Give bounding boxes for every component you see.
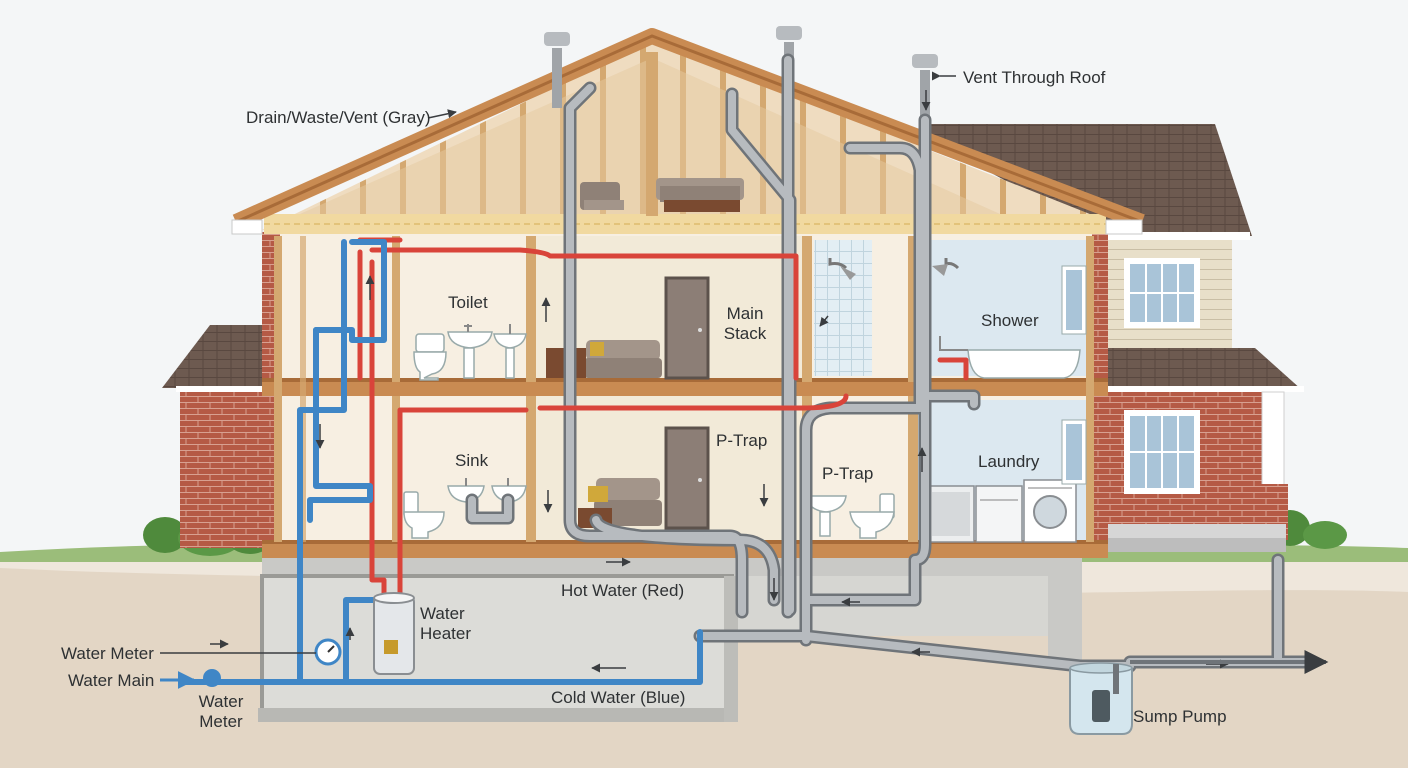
roof-vent-cap-icon	[912, 54, 938, 128]
sump-pump-icon	[1069, 662, 1133, 735]
water-meter-bottom-label-line2: Meter	[199, 712, 243, 731]
water-heater-label-line1: Water	[420, 604, 465, 623]
shower-tile	[814, 240, 872, 376]
main-stack-label-line1: Main	[726, 304, 764, 323]
window-icon	[1124, 410, 1200, 494]
sofa-icon	[584, 340, 662, 378]
sofa-icon	[578, 478, 662, 528]
hot-water-pipes	[357, 237, 969, 603]
p-trap-right-label: P-Trap	[822, 464, 874, 483]
right-wing	[930, 124, 1304, 552]
arrow-icon	[819, 315, 829, 327]
window-icon	[1061, 419, 1087, 485]
dryer-icon	[927, 485, 975, 543]
toilet-icon	[849, 493, 895, 539]
left-wing	[162, 325, 272, 548]
shower-label: Shower	[981, 311, 1039, 330]
washer-icon	[1023, 479, 1077, 543]
laundry-label: Laundry	[978, 452, 1040, 471]
vent-through-roof-label: Vent Through Roof	[963, 68, 1106, 87]
cold-water-label: Cold Water (Blue)	[551, 688, 686, 707]
door-icon	[664, 276, 710, 380]
dryer-icon	[975, 485, 1023, 543]
sink-icon	[447, 324, 493, 379]
p-trap-left-label: P-Trap	[716, 431, 768, 450]
sink-icon	[493, 324, 527, 379]
lower-fixtures	[403, 419, 1087, 543]
sump-pump-label: Sump Pump	[1133, 707, 1227, 726]
flow-arrows	[160, 71, 1329, 674]
water-meter-left-label: Water Meter	[61, 644, 154, 663]
roof-vent-cap-icon	[544, 32, 570, 108]
shower-head-icon	[828, 258, 856, 280]
water-heater-icon	[373, 592, 415, 675]
sofa-icon	[656, 178, 744, 212]
bathtub-icon	[939, 336, 1081, 379]
water-meter-bottom-label-line1: Water	[198, 692, 244, 711]
armchair-icon	[580, 182, 624, 210]
door-icon	[664, 426, 710, 530]
water-heater-label: Water Heater	[420, 604, 471, 644]
main-stack-label-line2: Stack	[723, 324, 767, 343]
cold-water-pipes	[183, 239, 703, 685]
toilet-icon	[413, 333, 447, 381]
water-heater-label-line2: Heater	[420, 624, 472, 643]
drain-waste-vent-label: Drain/Waste/Vent (Gray)	[246, 108, 431, 127]
shower-head-icon	[932, 258, 960, 276]
hot-water-label: Hot Water (Red)	[561, 581, 685, 600]
toilet-label: Toilet	[448, 293, 488, 312]
toilet-icon	[403, 491, 445, 539]
sink-label: Sink	[455, 451, 489, 470]
water-meter-gauge-icon	[203, 638, 342, 687]
main-stack-label: Main Stack	[722, 304, 768, 344]
window-icon	[1124, 258, 1200, 328]
window-icon	[1061, 265, 1087, 335]
water-meter-bottom-label: Water Meter	[193, 692, 249, 732]
water-main-label: Water Main	[68, 671, 155, 690]
arrow-icon	[427, 109, 457, 119]
